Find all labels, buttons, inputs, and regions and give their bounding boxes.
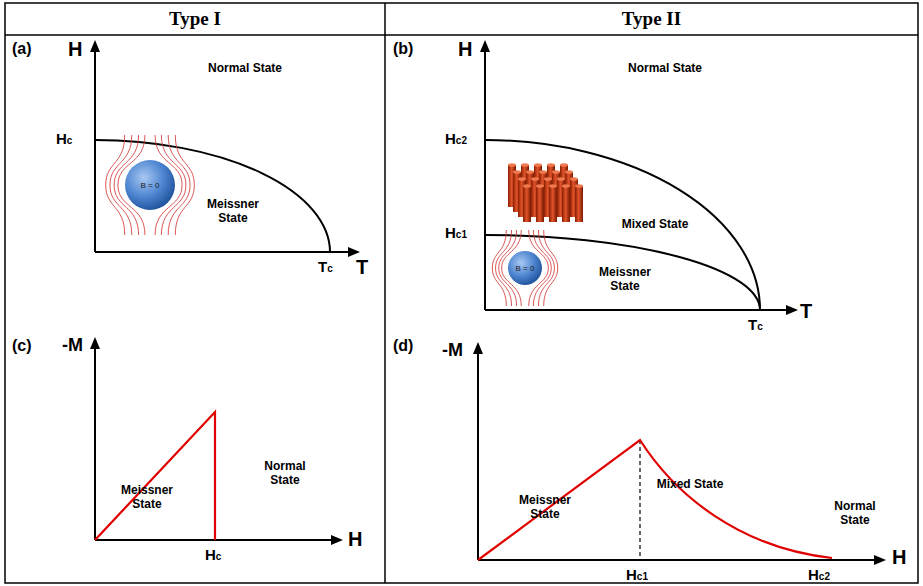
critical-value: Hc — [56, 130, 90, 147]
axis-label: H — [348, 528, 370, 551]
superconductor-sphere: B = 0 — [124, 159, 176, 211]
arrowhead — [480, 40, 490, 52]
state-label: Normal State — [250, 460, 320, 488]
sphere-fill — [508, 251, 542, 285]
axis-label: H — [68, 38, 90, 61]
vortex-top — [549, 184, 557, 188]
field-line — [492, 230, 506, 306]
critical-value: Hc1 — [626, 566, 666, 583]
vortex-pillar — [536, 186, 544, 222]
vortex-top — [526, 170, 534, 174]
axis-label: H — [892, 546, 914, 569]
axes-b — [485, 48, 790, 310]
field-line — [106, 135, 125, 235]
field-line — [175, 135, 194, 235]
critical-value: Tc — [748, 316, 778, 333]
state-label: Meissner State — [112, 484, 182, 512]
arrowhead — [874, 555, 886, 565]
column-heading: Type I — [169, 8, 221, 30]
vortex-pillar — [575, 186, 583, 222]
critical-field-curve — [95, 140, 330, 252]
state-label: Mixed State — [610, 218, 700, 232]
vortex-top — [518, 177, 526, 181]
vortex-top — [575, 184, 583, 188]
state-label: Normal State — [820, 500, 890, 528]
state-label: Mixed State — [650, 478, 730, 492]
vortex-array — [508, 163, 583, 222]
panel-letter: (a) — [12, 40, 48, 58]
vortex-pillar — [562, 186, 570, 222]
vortex-top — [513, 170, 521, 174]
arrowhead — [473, 342, 483, 354]
critical-value: Hc1 — [445, 224, 483, 241]
field-label: B = 0 — [516, 264, 535, 273]
state-label: Meissner State — [198, 198, 268, 226]
vortex-top — [552, 170, 560, 174]
arrowhead — [90, 337, 100, 349]
critical-value: Hc — [205, 546, 239, 563]
header-cell: Type II — [385, 3, 918, 35]
axis-label: H — [458, 38, 480, 61]
state-label: Normal State — [625, 62, 705, 76]
vortex-top — [521, 163, 529, 167]
field-line — [544, 230, 558, 306]
vortex-top — [534, 163, 542, 167]
field-lines — [106, 135, 195, 235]
axis-label: -M — [442, 340, 472, 361]
vortex-top — [560, 163, 568, 167]
column-heading: Type II — [622, 8, 681, 30]
state-label: Meissner State — [590, 266, 660, 294]
field-label: B = 0 — [141, 181, 160, 190]
magnetization-curve — [95, 412, 215, 540]
panel-letter: (b) — [393, 40, 429, 58]
vortex-pillar — [549, 186, 557, 222]
state-label: Normal State — [205, 62, 285, 76]
vortex-top — [508, 163, 516, 167]
panel-letter: (d) — [393, 337, 429, 355]
vortex-top — [570, 177, 578, 181]
state-label: Meissner State — [510, 494, 580, 522]
header-rule — [5, 34, 918, 36]
axis-label: -M — [62, 335, 92, 356]
vortex-top — [523, 184, 531, 188]
vortex-top — [565, 170, 573, 174]
arrowhead — [348, 247, 360, 257]
axes-a — [95, 48, 352, 252]
vortex-top — [562, 184, 570, 188]
axis-label: T — [800, 300, 822, 323]
field-lines — [492, 230, 557, 306]
vortex-pillar — [523, 186, 531, 222]
superconductor-sphere: B = 0 — [507, 250, 543, 286]
column-rule — [384, 3, 386, 583]
upper-critical-curve — [485, 140, 760, 310]
axes-d — [478, 350, 878, 560]
panel-letter: (c) — [12, 337, 48, 355]
sphere-fill — [125, 160, 175, 210]
lower-critical-curve — [485, 235, 760, 310]
vortex-top — [557, 177, 565, 181]
header-cell: Type I — [5, 3, 385, 35]
critical-value: Hc2 — [445, 130, 483, 147]
axes-c — [95, 345, 335, 540]
vortex-top — [544, 177, 552, 181]
vortex-top — [536, 184, 544, 188]
arrowhead — [786, 305, 798, 315]
magnetization-curve — [478, 440, 832, 560]
vortex-top — [531, 177, 539, 181]
table-border — [5, 3, 918, 583]
axis-label: T — [356, 256, 378, 279]
arrowhead — [331, 535, 343, 545]
arrowhead — [90, 40, 100, 52]
critical-value: Hc2 — [808, 566, 848, 583]
vortex-top — [539, 170, 547, 174]
vortex-top — [547, 163, 555, 167]
hc1-guide — [639, 440, 640, 560]
critical-value: Tc — [318, 258, 348, 275]
